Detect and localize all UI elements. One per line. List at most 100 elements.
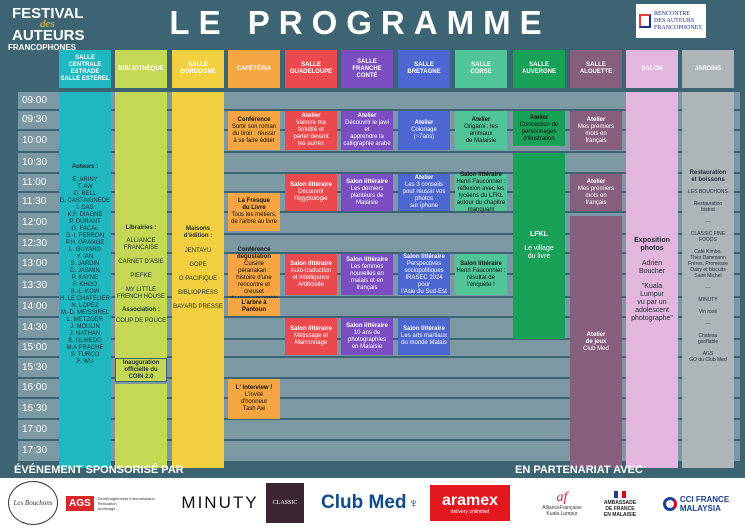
dordogne-content: Maisons d'édition : JENTAYU GOPE O PACIF… [172,218,224,318]
sponsor-aramex: aramex delivery unlimited [430,485,510,521]
time-label: 12:30 [22,237,48,249]
time-label: 09:30 [22,114,48,125]
sponsor-ags-name: AGS [66,495,94,511]
column-header: SALLE ALOUETTE [570,50,622,88]
association-name: COUP DE POUCE [115,318,167,324]
guadeloupe-event-title: Salon littéraire [290,260,332,267]
cafeteria-event-text: Sortir son roman du tiroir : réussir à s… [231,123,277,144]
time-label: 14:00 [22,301,48,312]
bretagne-event-title: Atelier [414,120,434,126]
time-label: 16:30 [22,402,48,414]
corse-event-text: Henri Fauconnier : réflexion avec les ly… [456,178,506,213]
sponsor-classic: CLASSIC [266,483,304,523]
time-label: 10:30 [22,156,48,168]
sponsor-alliance-text: AllianceFrançaise Kuala Lumpur [542,505,582,517]
cafeteria-event-text: Cuisine péranakan : histoire d'une renco… [230,261,279,302]
sponsor-cci: CCI FRANCE MALAYSIA [652,488,740,520]
franche-conte-event-text: Découvrir le jawi et apprendre la callig… [343,120,391,147]
cafeteria-event-text: Tous les métiers, de l'arbre au livre [231,212,277,225]
column-header: SALLE CENTRALE ESTRADE SALLE ESTEREL [59,50,111,88]
central-column [59,92,111,468]
sponsor-bouchons: Les Bouchons [8,481,58,525]
cafeteria-event-title: L' Interview ! [235,385,273,391]
column-header-label: SALLE ALOUETTE [579,62,613,75]
column-header-label: SALLE BRETAGNE [407,62,441,75]
central-authors-title: Auteurs : [71,164,99,170]
alouette-event-title: Atelier [586,178,606,185]
column-header-label: SALLE GUADELOUPE [289,62,333,75]
corse-event-title: Salon littéraire [460,171,502,178]
jardins-list: LES BOUCHONS Restauration bistrot --- CL… [688,189,728,363]
footer-sponsor-title: ÉVÉNEMENT SPONSORISÉ PAR [14,464,184,476]
column-header-label: SALLE DORDOGNE [180,62,216,75]
guadeloupe-event-text: Auto-traduction et Intelligence Artifici… [290,267,332,288]
salon-author: Adrien Boucher [638,260,666,275]
festival-logo: FESTIVAL des AUTEURS FRANCOPHONES [6,6,85,54]
sponsor-aramex-text: aramex [441,491,499,509]
column-header: SALLE CORSE [455,50,507,88]
association-title: Association : [122,307,160,313]
franche-conte-event-text: Les derniers planteurs de Malaisie [350,185,384,206]
guadeloupe-event-text: Métissage et Marronnage [293,333,329,346]
rencontre-logo: RENCONTRE DES AUTEURS FRANCOPHONES [636,4,706,38]
time-label: 15:30 [22,361,48,373]
column-header: SALLE DORDOGNE [172,50,224,88]
sponsor-classic-text: CLASSIC [272,500,298,506]
bretagne-event-title: Atelier [414,175,434,181]
rencontre-logo-text: RENCONTRE DES AUTEURS FRANCOPHONES [654,10,702,31]
time-label: 10:00 [22,135,48,146]
column-header-label: SALLE FRANCHE CONTÉ [352,58,382,79]
sponsor-alliance-icon: af [556,490,568,505]
festival-logo-line4: FRANCOPHONES [8,43,77,52]
alouette-event-text: Mes premiers mots en français [577,123,615,144]
sponsor-cci-text: CCI FRANCE MALAYSIA [679,495,730,513]
festival-logo-line2: des [40,18,55,30]
cafeteria-event: L' Interview !L'invité d'honneur Tash Aw [228,379,280,419]
alouette-event-text: Mes premiers mots en français [577,185,615,206]
column-header-label: SALLE AUVERGNE [521,62,556,75]
sponsor-ags-sub: Déménagements Internationaux Relocation … [97,495,155,511]
time-label: 09:00 [22,94,48,106]
jardins-title: Restauration et boissons [689,170,727,183]
library-content: Librairies : ALLIANCE FRANCAISE CARNET D… [115,215,167,335]
column-header: BIBLIOTHÈQUE [115,50,167,88]
column-header-label: SALON [641,65,663,72]
library-title: Librairies : [125,225,157,231]
rencontre-logo-icon [639,14,651,28]
cafeteria-event-title: Conférence dégustation [237,247,271,260]
sponsor-bouchons-text: Les Bouchons [13,499,53,507]
franche-conte-event-title: Salon littéraire [346,178,388,185]
guadeloupe-event-title: Atelier [301,113,321,119]
library-column-end [115,384,167,468]
column-header: SALLE GUADELOUPE [285,50,337,88]
auvergne-atelier-text: Conception de personnages d'illustration [519,121,559,142]
guadeloupe-event-title: Salon littéraire [290,326,332,332]
bretagne-event-text: Perspectives sociopolitiques IRASEC 2024… [401,260,447,295]
cafeteria-event-text: L'invité d'honneur Tash Aw [240,392,268,412]
column-header: JARDINS [682,50,734,88]
library-inauguration: Inauguration officielle du COIN 2.0 [115,358,167,382]
auvergne-atelier: Atelier Conception de personnages d'illu… [513,111,565,146]
salon-quote: "Kuala Lumpur vu par un adolescent photo… [631,283,673,322]
alouette-event-title: Atelier [586,116,606,123]
library-list: ALLIANCE FRANCAISE CARNET D'ASIE PIEFKE … [116,238,165,300]
sponsor-ambassade: AMBASSADE DE FRANCE EN MALAISIE [592,484,648,524]
time-label: 12:00 [22,217,48,228]
bretagne-event-title: Salon littéraire [403,326,445,332]
bretagne-event-text: Les 3 conseils pour réussir vos photos s… [402,182,446,209]
